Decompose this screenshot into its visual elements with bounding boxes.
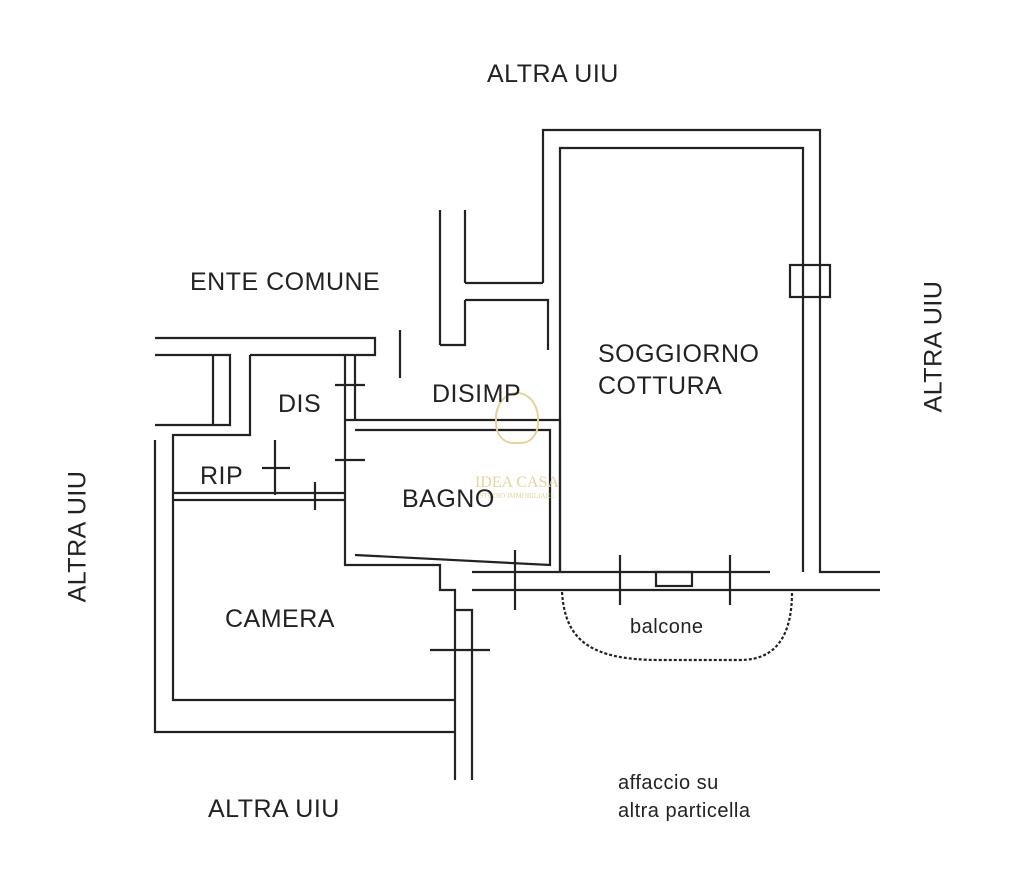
lightbulb-icon [495,392,539,444]
label-affaccio-1: affaccio su [618,772,719,794]
label-altra-top: ALTRA UIU [487,60,619,88]
label-disimp: DISIMP [432,380,522,408]
label-cottura: COTTURA [598,372,723,400]
watermark-logo: IDEA CASA STUDIO IMMOBILIARE [462,392,572,500]
label-rip: RIP [200,462,244,490]
label-camera: CAMERA [225,605,335,633]
label-balcone: balcone [630,616,704,638]
label-altra-right: ALTRA UIU [919,280,948,413]
label-ente-comune: ENTE COMUNE [190,268,381,296]
label-bagno: BAGNO [402,485,495,513]
label-dis: DIS [278,390,322,418]
label-soggiorno: SOGGIORNO [598,340,760,368]
label-altra-left: ALTRA UIU [63,470,92,603]
watermark-name: IDEA CASA [474,474,559,491]
walls [153,128,880,780]
label-affaccio-2: altra particella [618,800,751,822]
label-altra-bottom: ALTRA UIU [208,795,340,823]
watermark-tagline: STUDIO IMMOBILIARE [479,492,555,500]
